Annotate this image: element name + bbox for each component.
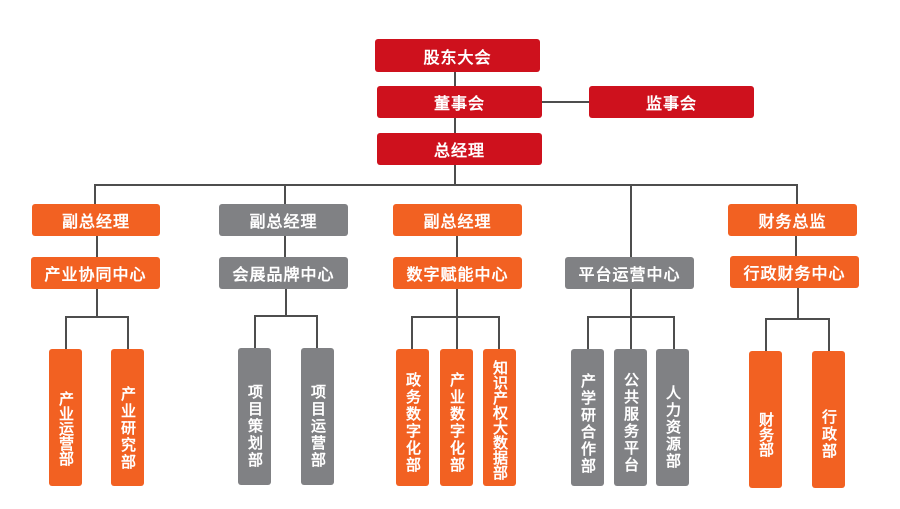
connector-line — [96, 289, 98, 317]
node-dept-human-resources: 人力资源部 — [656, 349, 689, 486]
node-deputy-gm-3: 副总经理 — [393, 204, 522, 236]
connector-line — [316, 315, 318, 348]
connector-line — [587, 316, 675, 318]
connector-line — [94, 184, 96, 204]
connector-line — [797, 288, 799, 319]
connector-line — [828, 318, 830, 351]
connector-line — [94, 184, 798, 186]
connector-line — [765, 318, 767, 351]
connector-line — [284, 236, 286, 257]
node-board-of-directors: 董事会 — [377, 86, 542, 118]
node-platform-operations-center: 平台运营中心 — [565, 257, 694, 289]
connector-line — [65, 316, 128, 318]
connector-line — [285, 289, 287, 316]
node-general-manager: 总经理 — [377, 133, 542, 165]
node-dept-project-operations: 项目运营部 — [301, 348, 334, 485]
node-dept-gov-digitalization: 政务数字化部 — [396, 349, 429, 486]
connector-line — [498, 316, 500, 349]
connector-line — [254, 315, 318, 317]
node-deputy-gm-2: 副总经理 — [219, 204, 348, 236]
node-deputy-gm-1: 副总经理 — [32, 204, 160, 236]
node-industry-synergy-center: 产业协同中心 — [31, 257, 160, 289]
node-dept-public-service-platform: 公共服务平台 — [614, 349, 647, 486]
connector-line — [456, 289, 458, 349]
node-cfo: 财务总监 — [728, 204, 857, 236]
connector-line — [795, 236, 797, 256]
node-dept-administration: 行政部 — [812, 351, 845, 488]
node-dept-industry-research: 产业研究部 — [111, 349, 144, 486]
node-digital-empowerment-center: 数字赋能中心 — [393, 257, 522, 289]
node-dept-industry-digitalization: 产业数字化部 — [440, 349, 473, 486]
connector-line — [65, 316, 67, 349]
connector-line — [796, 184, 798, 204]
node-dept-finance: 财务部 — [749, 351, 782, 488]
connector-line — [630, 184, 632, 257]
connector-line — [127, 316, 129, 349]
connector-line — [254, 315, 256, 348]
node-admin-finance-center: 行政财务中心 — [730, 256, 859, 288]
node-board-of-supervisors: 监事会 — [589, 86, 754, 118]
node-shareholders-meeting: 股东大会 — [375, 39, 540, 72]
connector-line — [587, 316, 589, 349]
connector-line — [411, 316, 413, 349]
node-dept-ip-big-data: 知识产权大数据部 — [483, 349, 516, 486]
connector-line — [673, 316, 675, 349]
connector-line — [96, 236, 98, 257]
connector-line — [284, 184, 286, 204]
node-dept-project-planning: 项目策划部 — [238, 348, 271, 485]
node-dept-industry-operations: 产业运营部 — [49, 349, 82, 486]
connector-line — [630, 289, 632, 349]
connector-line — [411, 316, 500, 318]
connector-line — [765, 318, 830, 320]
connector-line — [542, 101, 589, 103]
connector-line — [454, 72, 456, 185]
node-dept-industry-academia-research: 产学研合作部 — [571, 349, 604, 486]
connector-line — [456, 236, 458, 257]
node-exhibition-brand-center: 会展品牌中心 — [219, 257, 348, 289]
